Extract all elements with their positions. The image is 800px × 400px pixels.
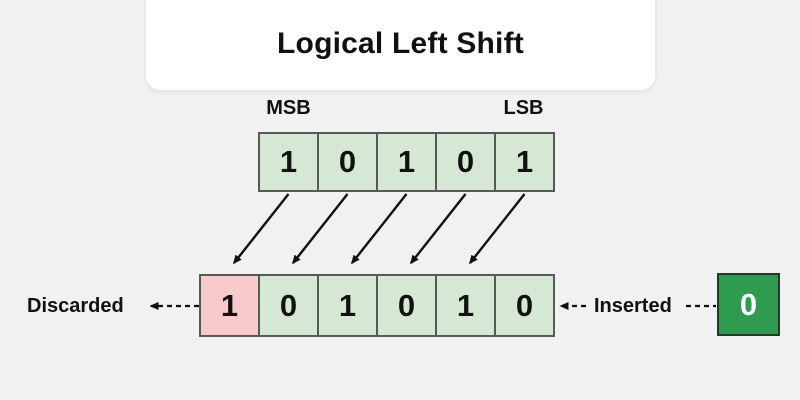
result-register: 1 0 1 0 1 0	[199, 274, 555, 337]
lsb-label: LSB	[503, 97, 544, 119]
bit-cell: 1	[319, 276, 378, 335]
bit-cell: 0	[319, 134, 378, 190]
source-register: 1 0 1 0 1	[258, 132, 555, 192]
bit-cell: 0	[260, 276, 319, 335]
shift-arrow-4	[469, 193, 526, 265]
shift-arrow-0	[233, 193, 290, 265]
bit-cell: 0	[437, 134, 496, 190]
shift-arrow-1	[292, 193, 349, 265]
bit-cell: 1	[378, 134, 437, 190]
bit-cell: 1	[496, 134, 553, 190]
shift-arrow-3	[410, 193, 467, 265]
title-card: Logical Left Shift	[146, 0, 655, 90]
bit-cell: 0	[496, 276, 553, 335]
discarded-bit-cell: 1	[201, 276, 260, 335]
inserted-bit-box: 0	[717, 273, 780, 336]
bit-cell: 1	[260, 134, 319, 190]
inserted-label: Inserted	[594, 295, 672, 317]
bit-cell: 0	[378, 276, 437, 335]
msb-label: MSB	[266, 97, 311, 119]
bit-cell: 1	[437, 276, 496, 335]
discarded-label: Discarded	[27, 295, 124, 317]
shift-arrow-2	[351, 193, 408, 265]
page-title: Logical Left Shift	[277, 27, 524, 60]
